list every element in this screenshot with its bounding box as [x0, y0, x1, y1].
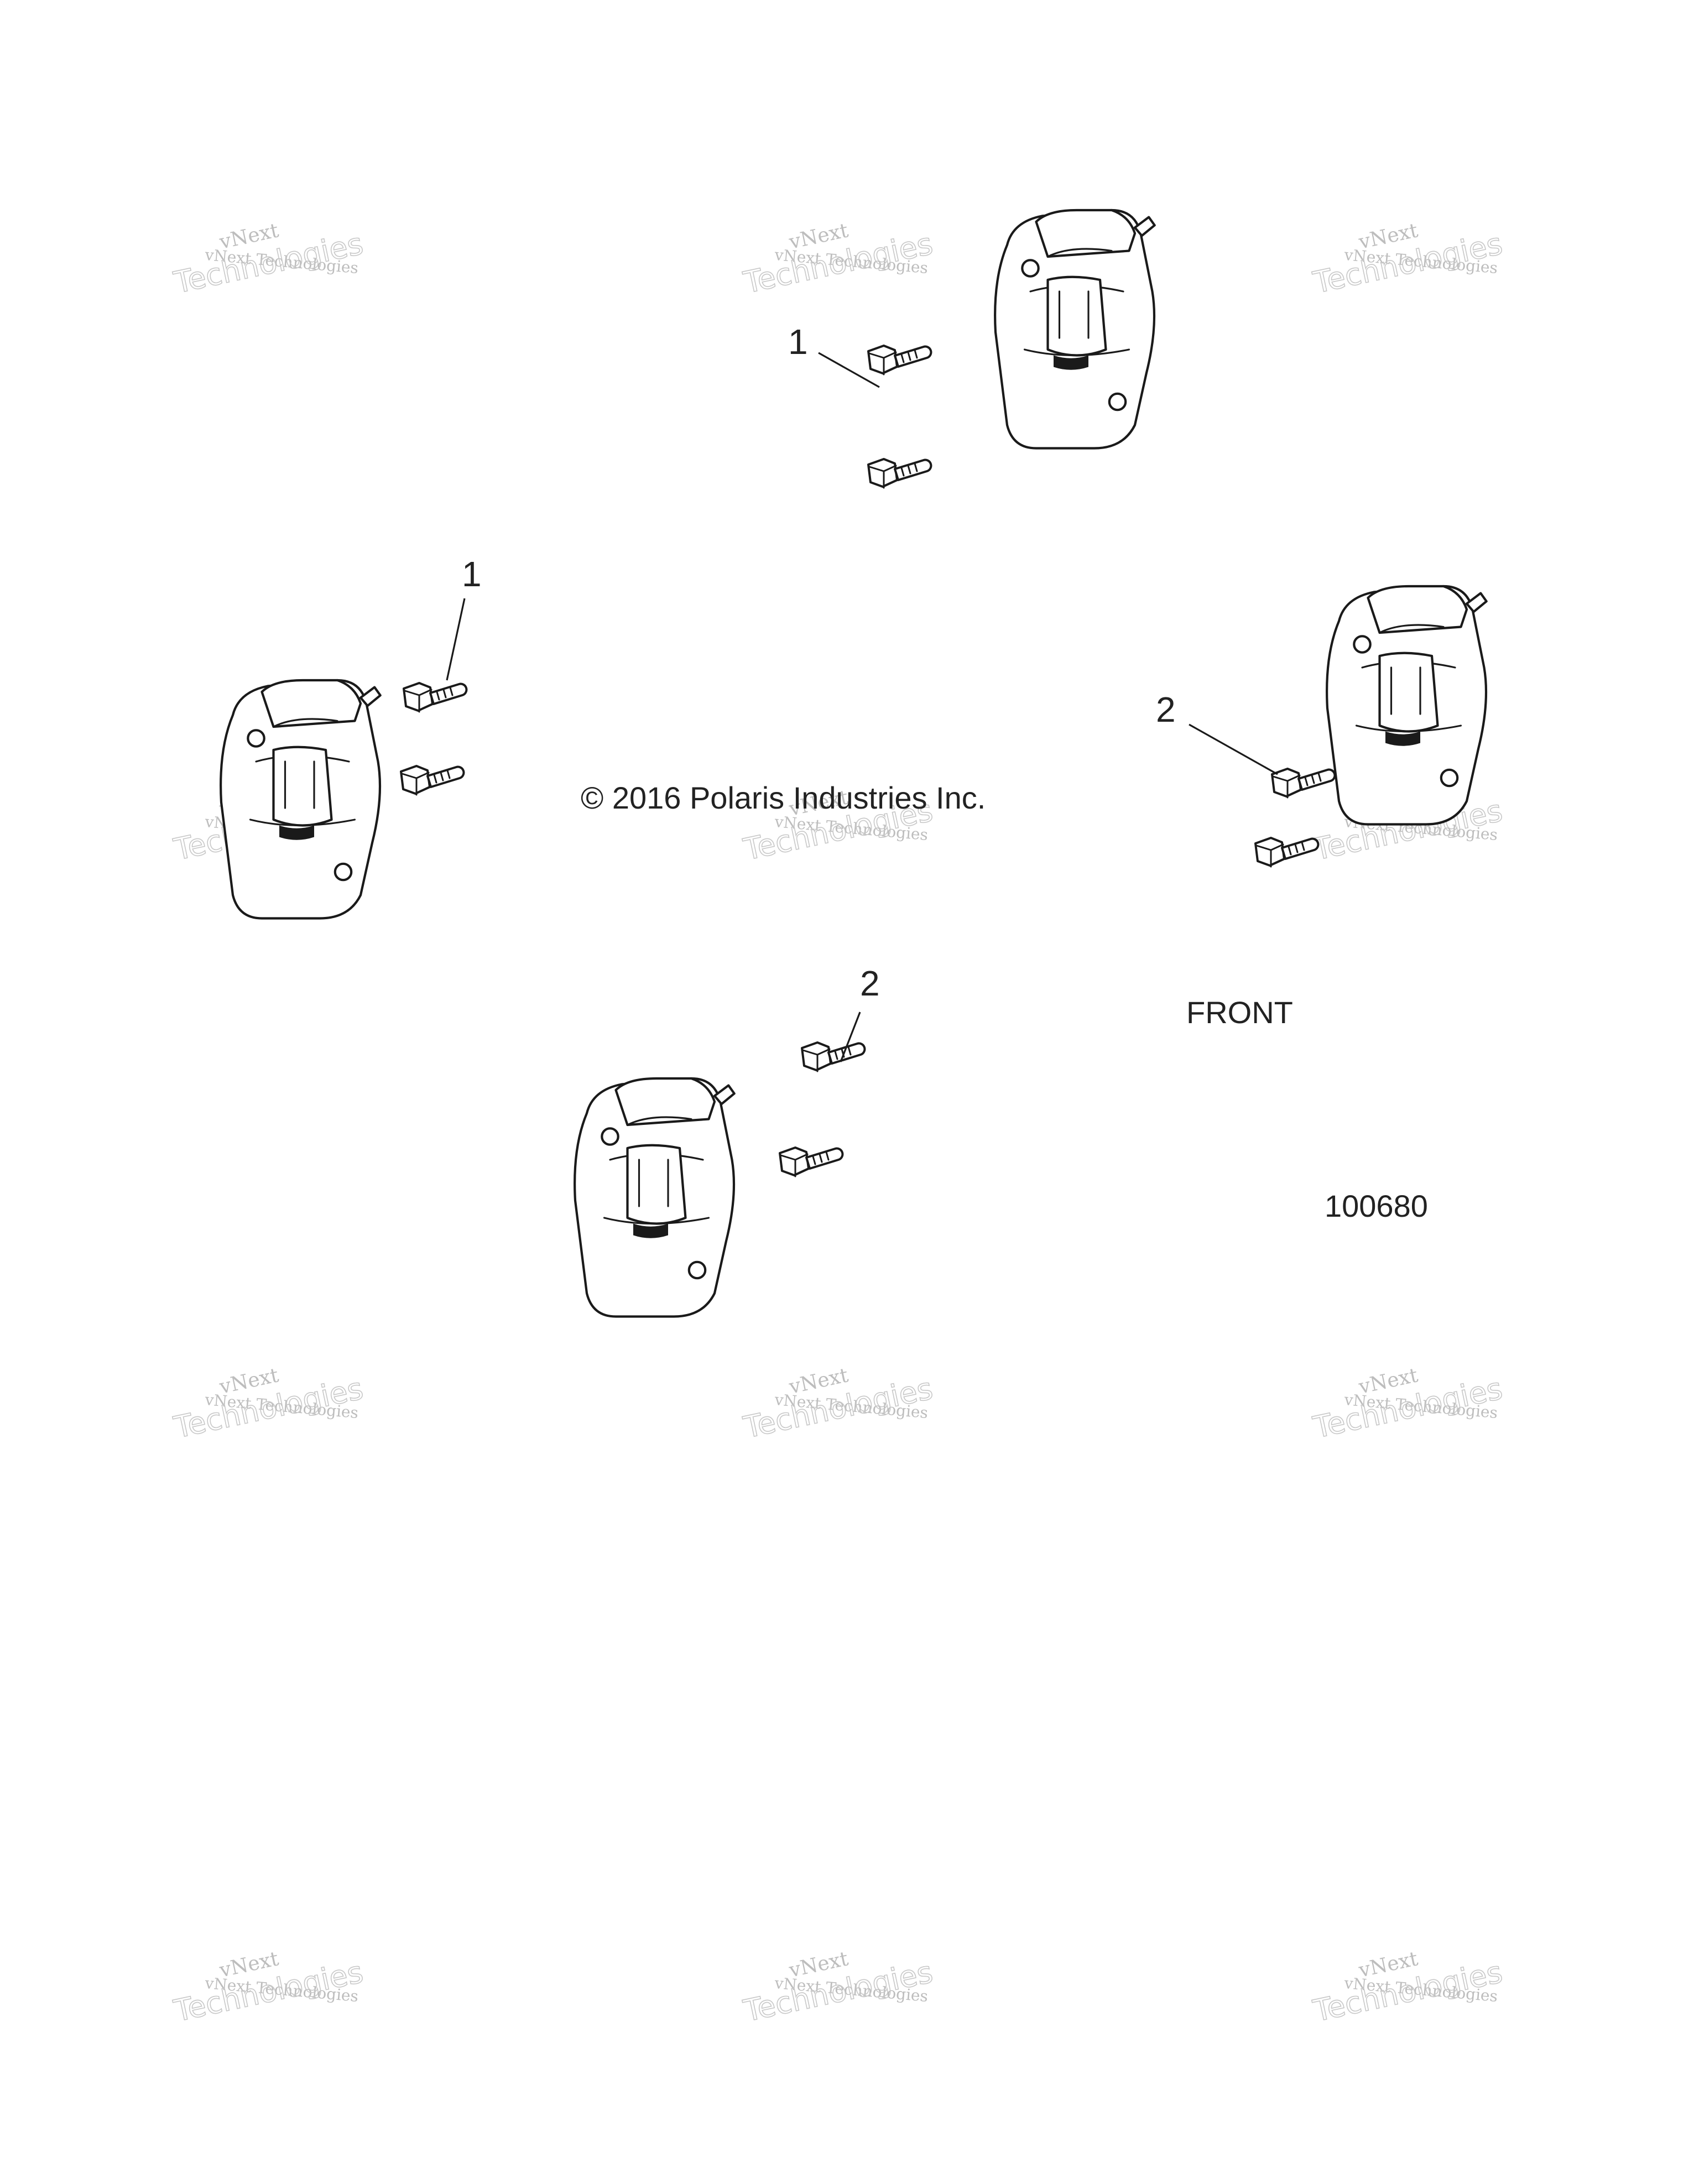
callout-1-top: 1: [788, 322, 808, 362]
callout-2-bottom: 2: [860, 963, 880, 1003]
bolt-right-1: [1271, 768, 1336, 799]
watermark: vNext vNext Technologies Technologies: [740, 1364, 936, 1446]
watermark: vNext vNext Technologies Technologies: [740, 1947, 936, 2029]
watermark: vNext vNext Technologies Technologies: [170, 219, 367, 301]
caliper-left: [221, 680, 381, 919]
watermark: vNext vNext Technologies Technologies: [1310, 1364, 1506, 1446]
leader-callout-1-left: [446, 598, 466, 681]
watermark: vNext vNext Technologies Technologies: [740, 219, 936, 301]
bolt-right-2: [1254, 837, 1320, 868]
bolt-top-2: [867, 458, 932, 489]
callout-1-left: 1: [462, 554, 482, 594]
orientation-label: FRONT: [1186, 995, 1293, 1030]
watermark: vNext vNext Technologies Technologies: [170, 1364, 367, 1446]
bolt-bottom-1: [801, 1041, 866, 1072]
caliper-right: [1327, 586, 1487, 825]
bolt-left-1: [403, 682, 468, 713]
leader-callout-1-top: [818, 352, 880, 388]
caliper-bottom-assembly: 2: [575, 963, 880, 1317]
leader-callout-2-bottom: [840, 1012, 861, 1062]
caliper-left-assembly: 1: [221, 554, 482, 919]
caliper-right-assembly: 2: [1156, 586, 1487, 868]
bolt-left-2: [400, 765, 465, 796]
watermark: vNext vNext Technologies Technologies: [1310, 1947, 1506, 2029]
leader-callout-2-right: [1189, 723, 1278, 775]
watermark: vNext vNext Technologies Technologies: [170, 1947, 367, 2029]
caliper-top-assembly: 1: [788, 210, 1155, 489]
bolt-bottom-2: [779, 1146, 844, 1177]
caliper-top: [995, 210, 1155, 449]
watermark: vNext vNext Technologies Technologies: [1310, 219, 1506, 301]
figure-number: 100680: [1325, 1189, 1428, 1223]
bolt-top-1: [867, 345, 932, 376]
watermark-grid: vNext vNext Technologies Technologies vN…: [170, 219, 1506, 2029]
copyright-notice: © 2016 Polaris Industries Inc.: [581, 780, 986, 815]
caliper-bottom: [575, 1078, 734, 1317]
callout-2-right: 2: [1156, 690, 1176, 729]
